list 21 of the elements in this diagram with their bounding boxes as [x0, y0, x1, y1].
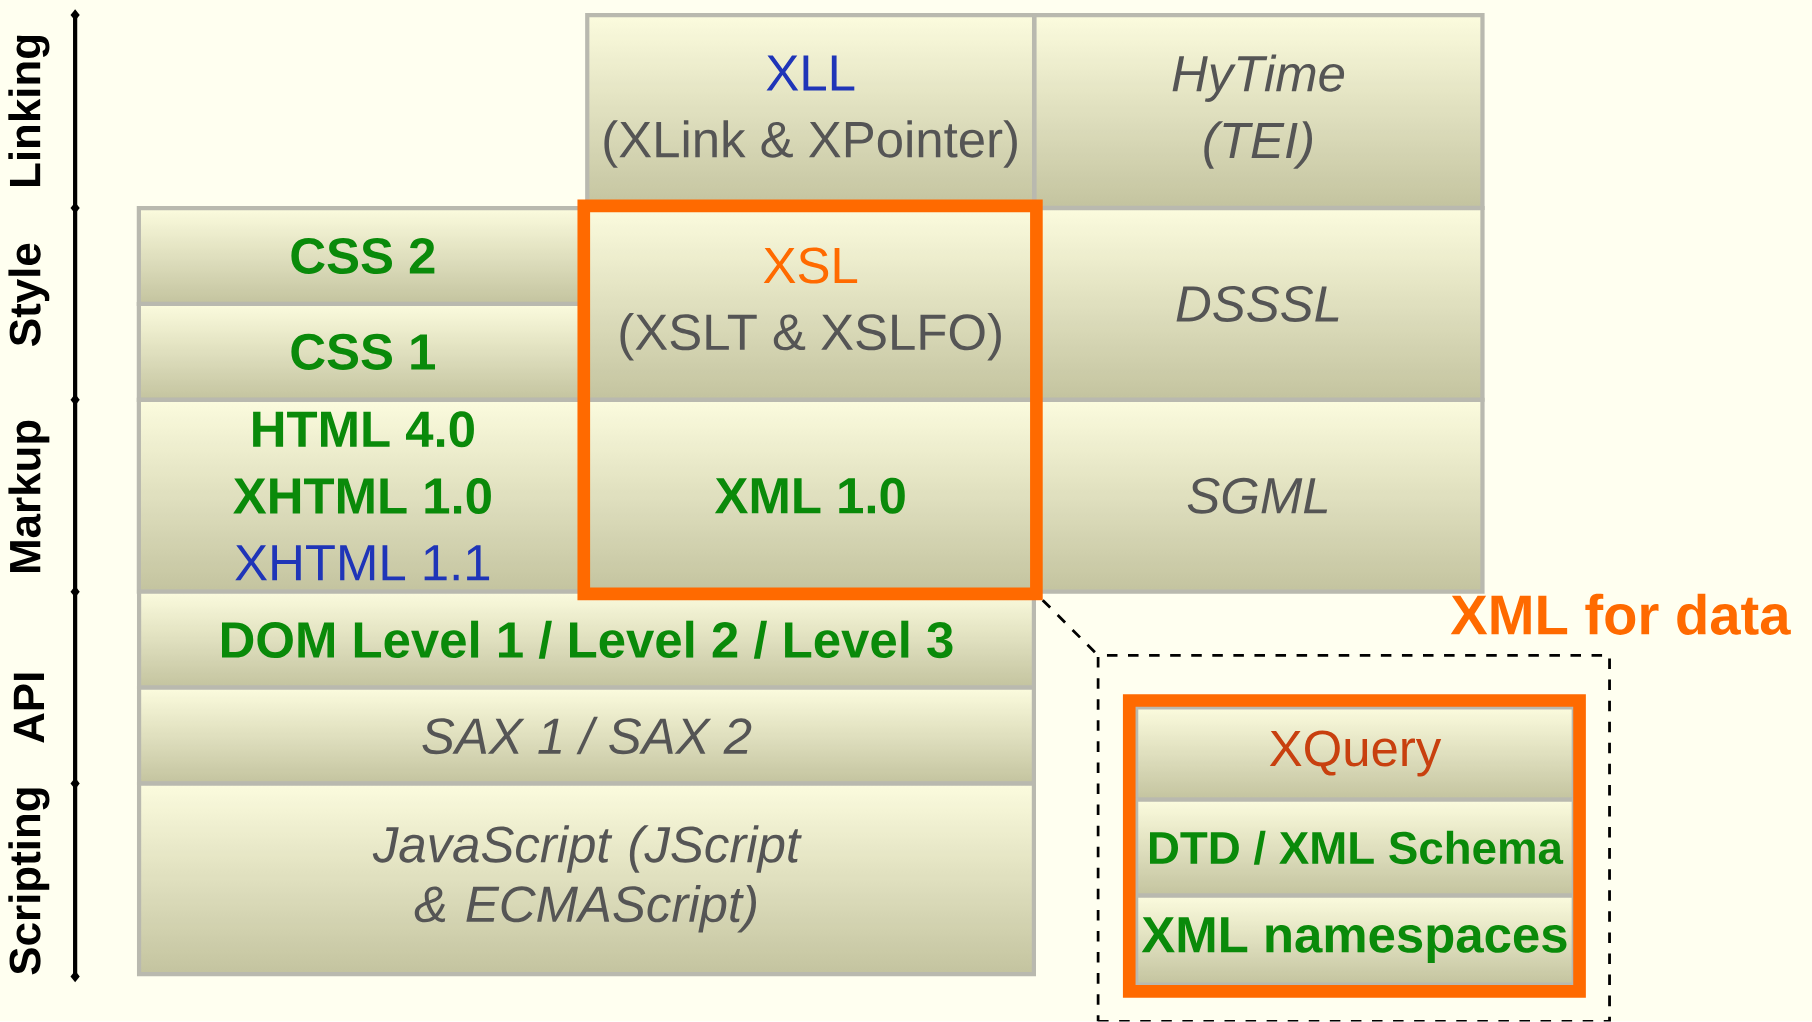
axis-label: API — [13, 673, 44, 743]
table-cell: XML namespaces — [1134, 893, 1576, 987]
table-cell: XLL (XLink & XPointer) — [585, 13, 1037, 211]
axis-label: Markup — [8, 420, 50, 573]
axis-label: Scripting — [8, 788, 50, 975]
table-cell: HyTime (TEI) — [1032, 13, 1485, 211]
highlight-frame — [577, 199, 1043, 601]
table-cell: XSL (XSLT & XSLFO) — [585, 206, 1037, 403]
table-cell: XQuery — [1134, 705, 1576, 802]
table-cell: CSS 1 — [136, 302, 589, 403]
axis-label: Linking — [8, 36, 50, 187]
table-cell: DOM Level 1 / Level 2 / Level 3 — [136, 589, 1036, 690]
table-cell: CSS 2 — [136, 206, 589, 307]
table-cell: DSSSL — [1032, 206, 1485, 403]
highlight-frame — [1122, 694, 1586, 998]
table-cell: XML 1.0 — [585, 398, 1037, 594]
table-cell: DTD / XML Schema — [1134, 797, 1576, 898]
table-cell: SGML — [1032, 398, 1485, 594]
axis-label: Style — [8, 243, 50, 347]
group-heading: XML for data — [1450, 593, 1791, 636]
table-cell: SAX 1 / SAX 2 — [136, 685, 1036, 786]
